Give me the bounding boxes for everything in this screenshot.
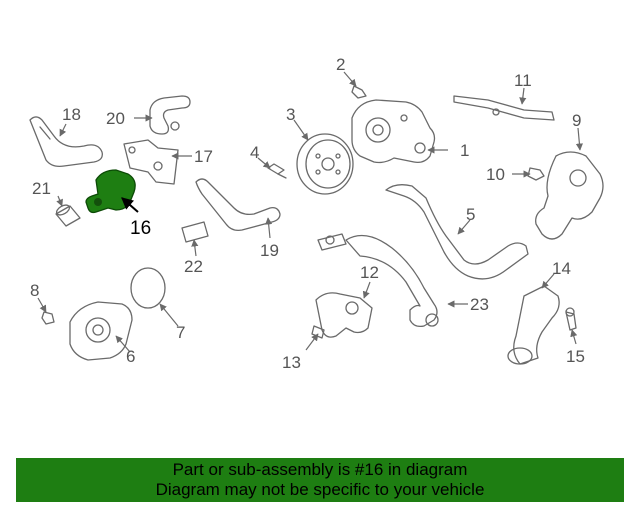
banner-line-disclaimer: Diagram may not be specific to your vehi… (155, 480, 485, 499)
part-14-elbow (507, 285, 560, 365)
callout-19: 19 (260, 241, 279, 260)
part-8-bolt (41, 311, 55, 325)
callout-20: 20 (106, 109, 125, 128)
part-20-hose (149, 95, 191, 135)
part-12-housing (315, 292, 373, 338)
callout-4: 4 (250, 143, 259, 162)
part-11-pipe (453, 95, 555, 121)
callout-2: 2 (336, 55, 345, 74)
part-3-pulley (296, 133, 354, 195)
part-16-highlighted (85, 169, 136, 214)
callout-5: 5 (466, 205, 475, 224)
callout-17: 17 (194, 147, 213, 166)
part-21-sleeve (55, 204, 81, 227)
part-13-bolt (311, 325, 325, 339)
part-9-housing (535, 151, 604, 240)
callout-14: 14 (552, 259, 571, 278)
callout-8: 8 (30, 281, 39, 300)
part-19-pipe (195, 178, 281, 232)
part-2-bolt (351, 85, 367, 99)
callout-21: 21 (32, 179, 51, 198)
callout-11: 11 (514, 71, 532, 90)
callout-7: 7 (176, 323, 185, 342)
part-22-pipe (181, 221, 209, 243)
part-7-gasket (130, 267, 166, 309)
callout-22: 22 (184, 257, 203, 276)
part-4-bolt (267, 163, 287, 179)
leader-lines (37, 71, 583, 353)
callout-labels: 1 2 3 4 5 6 7 8 9 10 11 12 13 14 15 16 1… (30, 55, 585, 372)
callout-6: 6 (126, 347, 135, 366)
parts-diagram: 1 2 3 4 5 6 7 8 9 10 11 12 13 14 15 16 1… (29, 55, 604, 372)
callout-12: 12 (360, 263, 379, 282)
banner-line-part: Part or sub-assembly is #16 in diagram (172, 460, 468, 479)
callout-10: 10 (486, 165, 505, 184)
part-1-water-pump (351, 99, 436, 164)
part-5-pipe (317, 184, 529, 280)
callout-13: 13 (282, 353, 301, 372)
callout-16: 16 (130, 218, 151, 239)
part-18-hose (29, 116, 103, 168)
part-6-cover (69, 301, 133, 361)
info-banner: Part or sub-assembly is #16 in diagram D… (16, 458, 624, 502)
callout-1: 1 (460, 141, 469, 160)
part-15-bolt (565, 307, 577, 331)
part-23-pipe (345, 234, 439, 328)
callout-3: 3 (286, 105, 295, 124)
callout-18: 18 (62, 105, 81, 124)
callout-23: 23 (470, 295, 489, 314)
callout-15: 15 (566, 347, 585, 366)
part-17-bracket (123, 139, 179, 185)
part-10-bolt (527, 167, 545, 181)
callout-9: 9 (572, 111, 581, 130)
